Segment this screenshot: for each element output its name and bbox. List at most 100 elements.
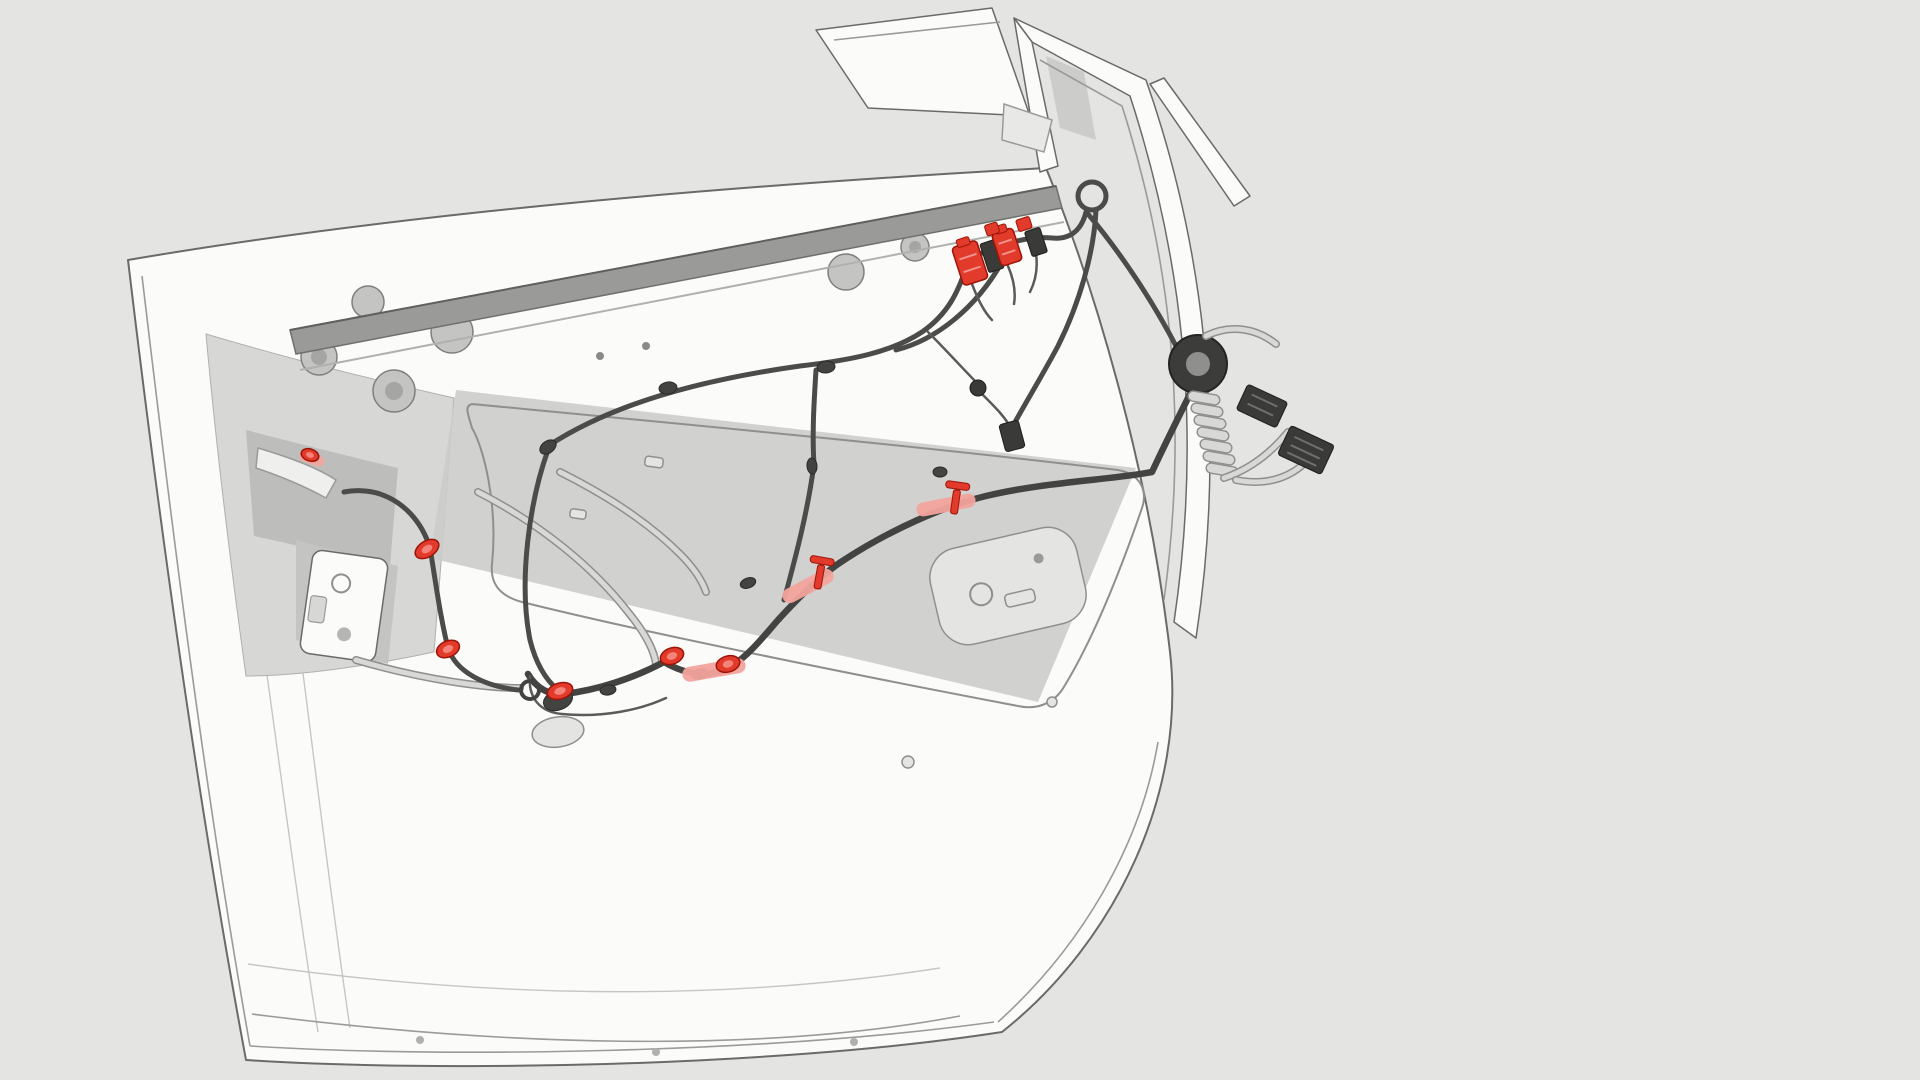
harness-wire [926,330,980,386]
conduit-rib [1196,426,1230,442]
panel-oval-hole [531,715,585,749]
harness-clip [658,381,678,395]
inner-panel-opening [466,402,1145,709]
armrest-slot [1004,588,1037,608]
conduit-rib [1187,390,1221,406]
door-front-hem-line [141,275,251,1047]
latch-body [299,549,389,663]
door-rear-hem-line [997,741,1159,1023]
armrest-bolt [1033,553,1044,564]
panel-hole-inner [311,349,327,365]
beltline-lower-line [299,221,1065,371]
latch-bracket [299,549,389,663]
bowden-cable [557,469,709,595]
harness-left-loop [522,447,561,693]
spot-weld [642,342,650,350]
latch-pin [337,627,352,642]
highlight-layer [299,216,1033,701]
body-connector-1 [1236,384,1288,428]
armrest-hole-ring [969,582,994,607]
push-pin-highlight [945,480,971,515]
harness-center-branch [810,367,819,467]
connector-cap-highlight [984,221,1000,237]
harness-grommet-center [1186,352,1210,376]
window-frame-band [1013,17,1211,639]
in-line-sensor [969,379,987,397]
clip-center [554,687,566,695]
panel-slot [644,455,664,469]
connector-detail-line [998,238,1013,245]
conduit-rib [1202,450,1236,466]
latch-striker-slot [307,595,328,624]
door-lower-crease [247,963,941,993]
mid-connector-body [998,420,1026,452]
connector-detail-line [1001,249,1016,256]
spot-weld [596,352,604,360]
connector-detail-line [959,252,977,261]
mirror-base [1001,102,1053,153]
drain-hole [850,1038,858,1046]
beltline-top-edge [289,185,1057,331]
tape-highlight-band [916,493,976,517]
panel-hole [827,253,865,291]
pin-stem [813,564,826,590]
latch-arm [255,447,337,500]
connector-cap-highlight [1015,216,1033,232]
harness-bottom-wire [528,674,668,717]
connector-detail-line [1251,393,1278,408]
body-connector-2 [1277,425,1335,475]
frame-inner-line [1039,59,1176,601]
clip-center [666,652,678,660]
drain-hole [652,1048,660,1056]
connector-highlight [991,223,1023,267]
pin-head [809,555,835,567]
panel-hole-inner [385,382,403,400]
panel-slot [569,508,587,520]
clip-center [421,544,433,554]
body-connector-2-body [1277,425,1335,475]
connector-detail-line [963,265,981,274]
connector-tail-wire [1006,264,1016,306]
door-latch-assembly [255,447,524,692]
connector-detail-line [1294,435,1324,452]
harness-service-loop [1075,179,1109,213]
armrest-cutout-hole [929,526,1087,646]
panel-hole [901,755,915,769]
connector-highlight [951,236,989,286]
harness-clip-highlight [435,639,461,659]
pin-stem [950,489,961,515]
connector-detail-line [1290,444,1321,460]
conduit-rib [1199,438,1233,454]
harness-clip [539,439,557,455]
panel-hole [1046,696,1058,708]
armrest-cutout [929,526,1087,646]
clip-center [442,645,454,653]
conduit-rib [1190,402,1224,418]
harness-eyelet [519,679,541,701]
bowden-cable [475,489,659,667]
clip-center [722,660,734,668]
connector-latch-tab [955,236,971,248]
mid-connector [998,420,1026,452]
harness-connector-branch [893,259,1005,353]
connector-tail-wire [970,282,994,322]
door-bottom-hem-line [249,1021,995,1054]
harness-clip [599,684,617,696]
beltline-reinforcement [289,185,1065,371]
light-cables [474,468,710,668]
harness-latch-branch [341,488,433,551]
door-pass-through [1168,325,1335,486]
latch-hole [331,573,352,594]
pin-head [945,480,971,491]
black-connector [1024,227,1048,257]
harness-clip-highlight [715,654,741,674]
harness-clip-highlight [300,447,320,463]
connector-detail-line [1286,451,1317,467]
top-connector-cluster [979,227,1048,273]
clip-center [306,452,314,458]
connector-detail-line [1247,402,1274,417]
door-lower-crease [251,1013,961,1043]
harness-clip [739,577,757,589]
